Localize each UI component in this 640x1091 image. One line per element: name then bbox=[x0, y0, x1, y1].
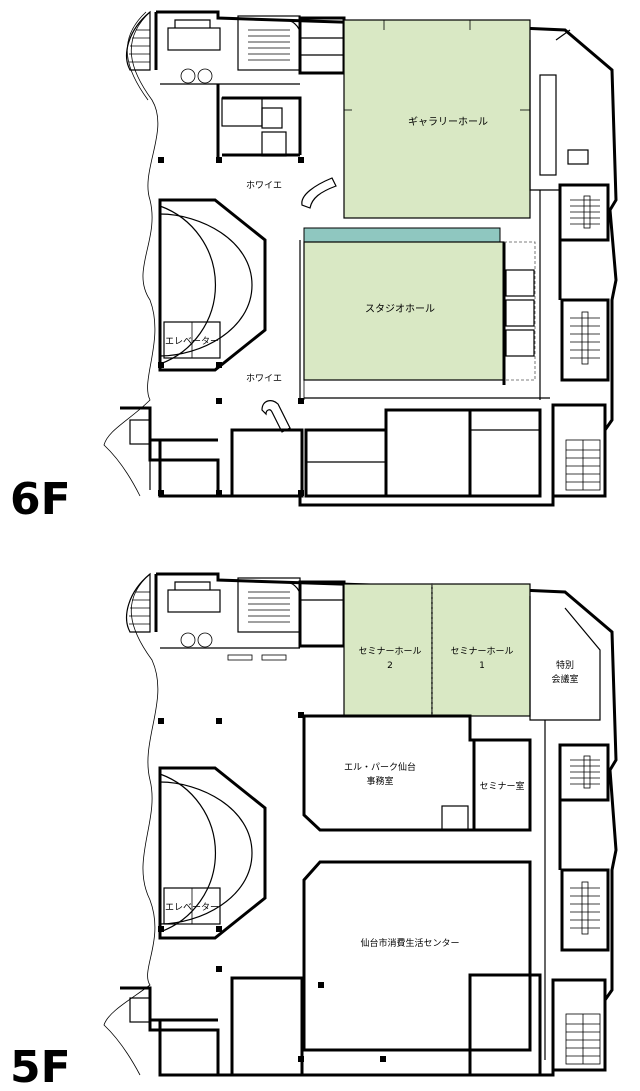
elevator-5f-label: エレベーター bbox=[165, 902, 219, 913]
lpark-office-line1: エル・パーク仙台 bbox=[344, 761, 416, 773]
floor-label-5f: 5F bbox=[10, 1042, 71, 1091]
seminar-hall-1-room bbox=[431, 583, 531, 717]
lpark-office-line2: 事務室 bbox=[366, 775, 393, 787]
floor-label-6f: 6F bbox=[10, 474, 71, 525]
foyer-upper-label: ホワイエ bbox=[246, 180, 282, 191]
seminar-hall-1-line2: 1 bbox=[479, 661, 485, 671]
special-meeting-room-line1: 特別 bbox=[556, 659, 574, 671]
gallery-hall-label: ギャラリーホール bbox=[408, 116, 488, 128]
floor-5f-plan: セミナーホール 2 セミナーホール 1 特別 会議室 エル・パーク仙台 事務室 … bbox=[10, 572, 618, 1091]
foyer-lower-label: ホワイエ bbox=[246, 373, 282, 384]
elevator-6f-label: エレベーター bbox=[165, 336, 219, 347]
floor-6f-plan: ギャラリーホール スタジオホール ホ bbox=[10, 10, 618, 525]
seminar-hall-1-line1: セミナーホール bbox=[450, 646, 513, 657]
seminar-hall-2-line2: 2 bbox=[387, 661, 393, 671]
consumer-center-label: 仙台市消費生活センター bbox=[360, 937, 459, 949]
seminar-hall-2-room bbox=[343, 583, 433, 717]
studio-hall-label: スタジオホール bbox=[365, 303, 435, 315]
seminar-hall-2-line1: セミナーホール bbox=[358, 646, 421, 657]
studio-hall-room bbox=[303, 241, 505, 381]
stage-strip bbox=[303, 227, 501, 243]
special-meeting-room-line2: 会議室 bbox=[551, 673, 578, 685]
seminar-room-label: セミナー室 bbox=[479, 780, 524, 792]
gallery-hall-room bbox=[343, 19, 531, 219]
